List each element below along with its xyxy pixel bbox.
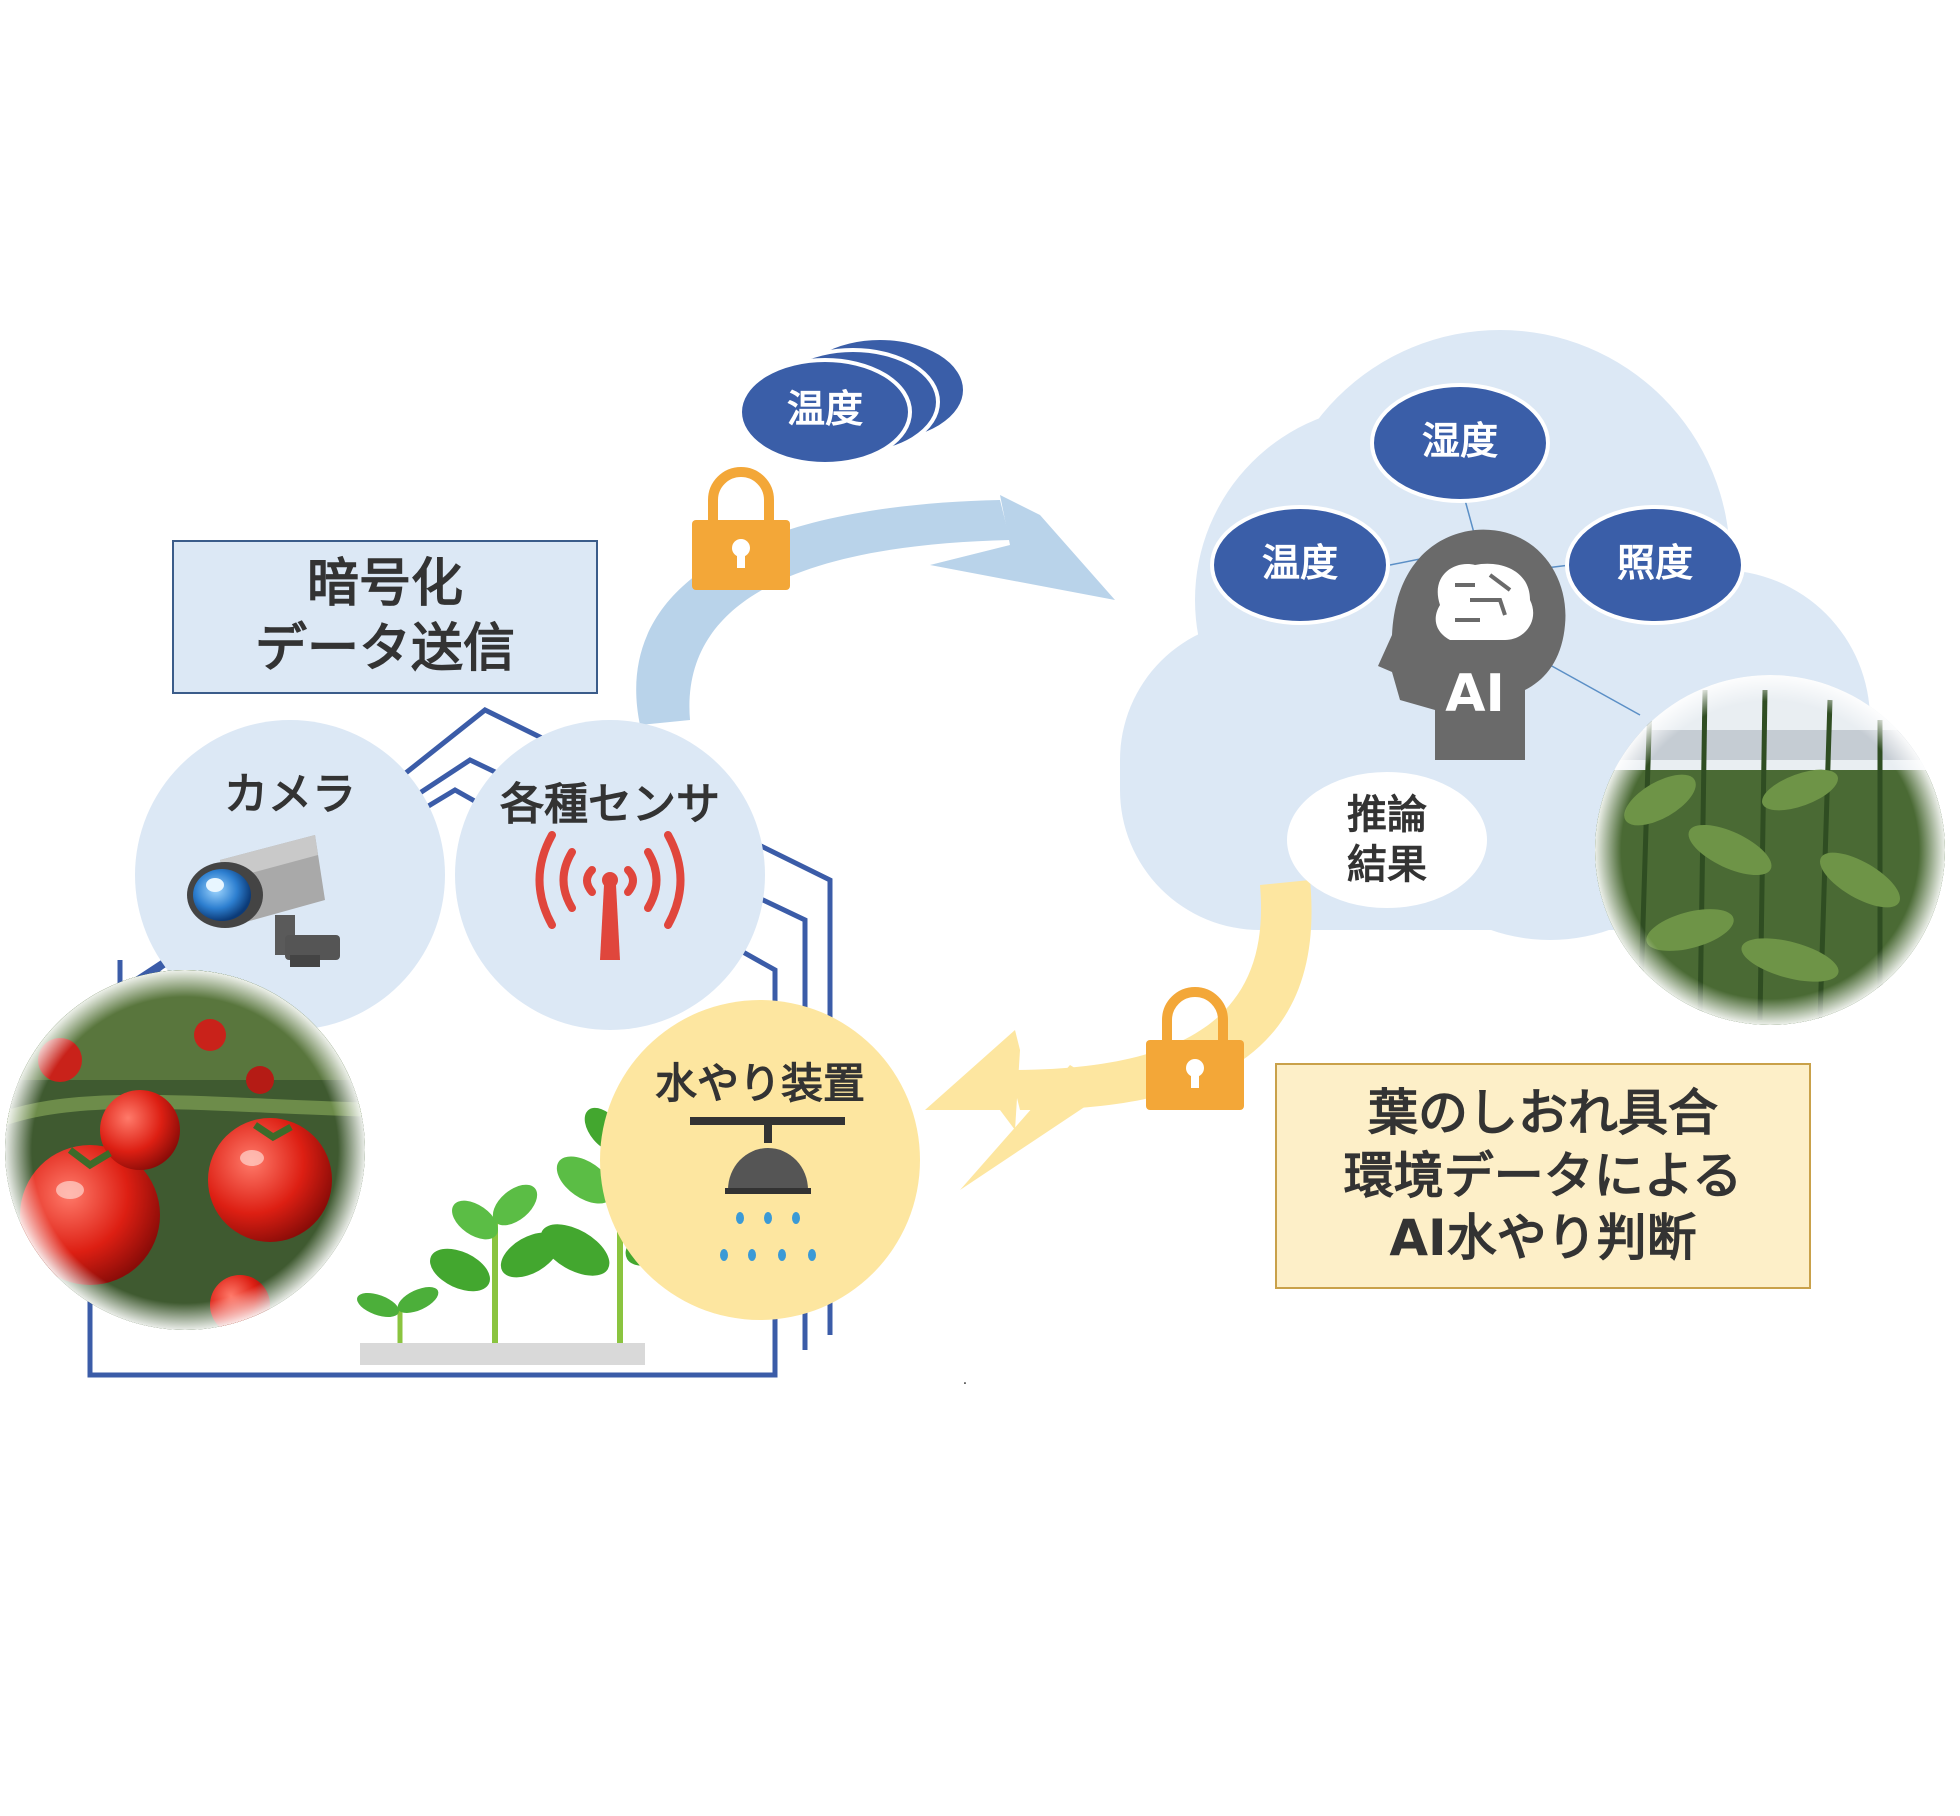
result-label-line2: 環境データによる [1343, 1146, 1743, 1205]
encryption-label-line1: 暗号化 [306, 554, 463, 614]
humidity-chip-label: 湿度 [1421, 419, 1498, 463]
lock-icon [1146, 987, 1244, 1110]
sent-data-chip [738, 336, 967, 466]
sprinkler-icon [690, 1117, 845, 1261]
encryption-label-box: 暗号化 データ送信 [172, 540, 598, 694]
inference-label: 推論 結果 [1287, 780, 1487, 900]
ai-head-icon [1378, 529, 1566, 760]
result-label-line1: 葉のしおれ具合 [1368, 1084, 1718, 1143]
sensors-label: 各種センサ [500, 779, 720, 830]
result-label-line3: AI水やり判断 [1389, 1209, 1697, 1268]
illuminance-chip [1565, 505, 1745, 625]
temperature-chip [1210, 505, 1390, 625]
lock-icon [692, 467, 790, 590]
camera-label: カメラ [224, 769, 356, 820]
temperature-chip-label: 温度 [1261, 541, 1338, 585]
inference-label-line1: 推論 [1347, 792, 1427, 838]
illuminance-chip-label: 照度 [1616, 541, 1693, 585]
planting-bed [360, 1343, 645, 1365]
footnote-dot: . [962, 1372, 968, 1388]
ai-label: AI [1445, 664, 1505, 724]
humidity-chip [1370, 383, 1550, 503]
camera-icon [187, 835, 340, 967]
watering-label: 水やり装置 [654, 1059, 865, 1108]
tomato-photo [5, 970, 365, 1330]
inference-ellipse [1287, 772, 1487, 908]
inference-label-line2: 結果 [1347, 842, 1427, 888]
antenna-icon [535, 831, 685, 929]
encryption-label-line2: データ送信 [254, 619, 515, 679]
result-label-box: 葉のしおれ具合 環境データによる AI水やり判断 [1275, 1063, 1811, 1289]
sent-data-chip-label: 温度 [786, 387, 863, 431]
